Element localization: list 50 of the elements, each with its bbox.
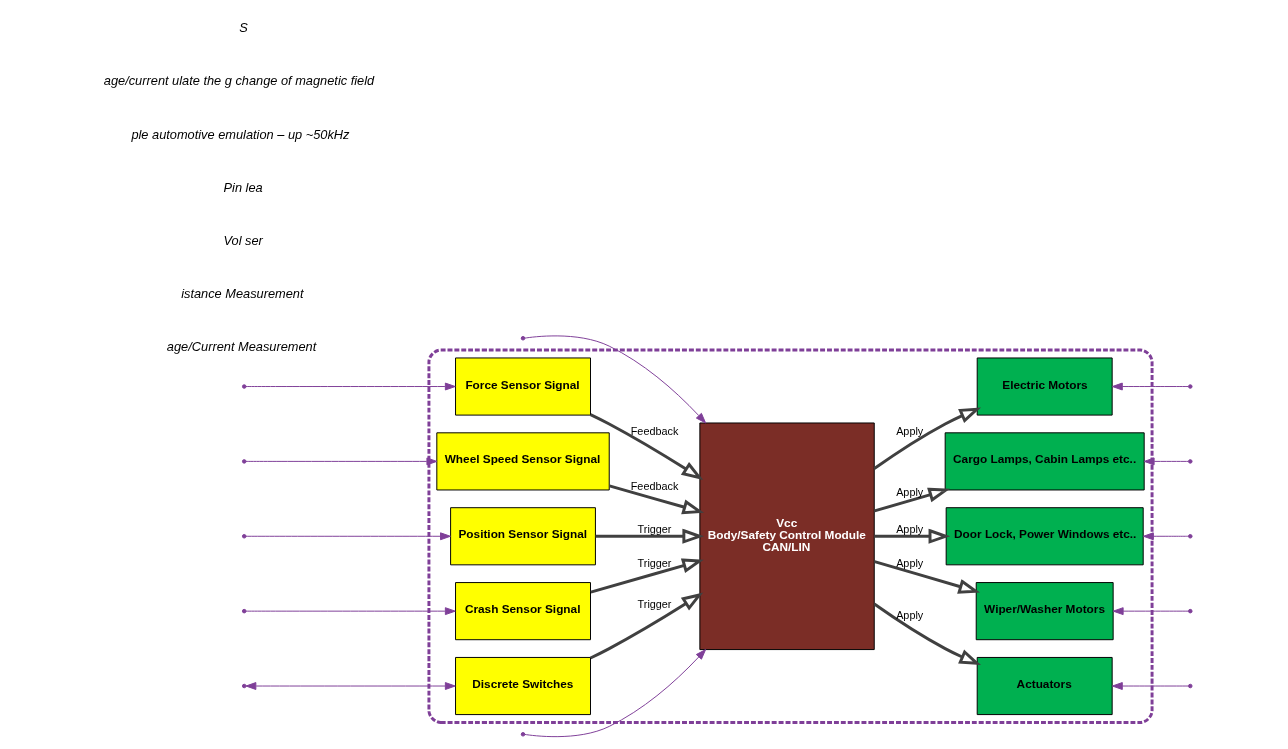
label: ple automotive emulation – up ~50kHz <box>131 126 350 142</box>
arrow <box>873 407 982 470</box>
arrow <box>874 528 951 544</box>
label: Pin lea <box>223 179 263 195</box>
arrow <box>524 649 707 738</box>
arrow <box>1142 532 1189 541</box>
edge-label: Apply <box>896 424 924 437</box>
arrow <box>245 382 456 391</box>
node-box: Discrete Switches <box>455 656 591 716</box>
node-box: Crash Sensor Signal <box>455 582 591 641</box>
arrow <box>1111 382 1189 391</box>
arrow <box>245 532 451 541</box>
arrow <box>245 457 438 466</box>
arrow <box>590 558 704 594</box>
arrow <box>1112 607 1189 616</box>
node-box: Electric Motors <box>976 357 1113 416</box>
label: Vol ser <box>223 233 263 249</box>
arrow <box>245 607 456 616</box>
arrow <box>874 560 981 594</box>
arrow <box>873 602 982 666</box>
arrow <box>589 592 704 660</box>
label: S <box>239 20 248 36</box>
arrow <box>1111 682 1189 690</box>
edge-label: Apply <box>896 523 924 536</box>
label: age/Current Measurement <box>166 339 317 355</box>
edge-label: Apply <box>896 485 924 498</box>
node-box: Cargo Lamps, Cabin Lamps etc.. <box>944 432 1145 491</box>
edge-label: Trigger <box>637 556 672 569</box>
node-box: Vcc Body/Safety Control Module CAN/LIN <box>699 422 875 651</box>
edge-label: Trigger <box>637 523 672 536</box>
edge-label: Feedback <box>630 424 679 437</box>
node-box: Wheel Speed Sensor Signal <box>436 432 610 491</box>
node-box: Door Lock, Power Windows etc.. <box>945 507 1144 566</box>
edge-label: Trigger <box>637 597 672 610</box>
node-box: Wiper/Washer Motors <box>975 582 1114 641</box>
edge-label: Feedback <box>630 479 679 492</box>
arrow <box>245 682 456 690</box>
node-box: Force Sensor Signal <box>455 357 591 416</box>
arrow <box>524 335 707 424</box>
label: age/current ulate the g change of magnetic field <box>103 73 375 89</box>
arrow <box>595 528 705 544</box>
arrow <box>1143 457 1189 466</box>
node-box: Position Sensor Signal <box>450 507 596 566</box>
arrow <box>874 487 951 513</box>
edge-label: Apply <box>896 608 924 621</box>
node-box: Actuators <box>976 656 1113 716</box>
label: istance Measurement <box>181 286 304 302</box>
edge-label: Apply <box>896 556 924 569</box>
arrow <box>609 484 705 515</box>
arrow <box>589 413 704 480</box>
